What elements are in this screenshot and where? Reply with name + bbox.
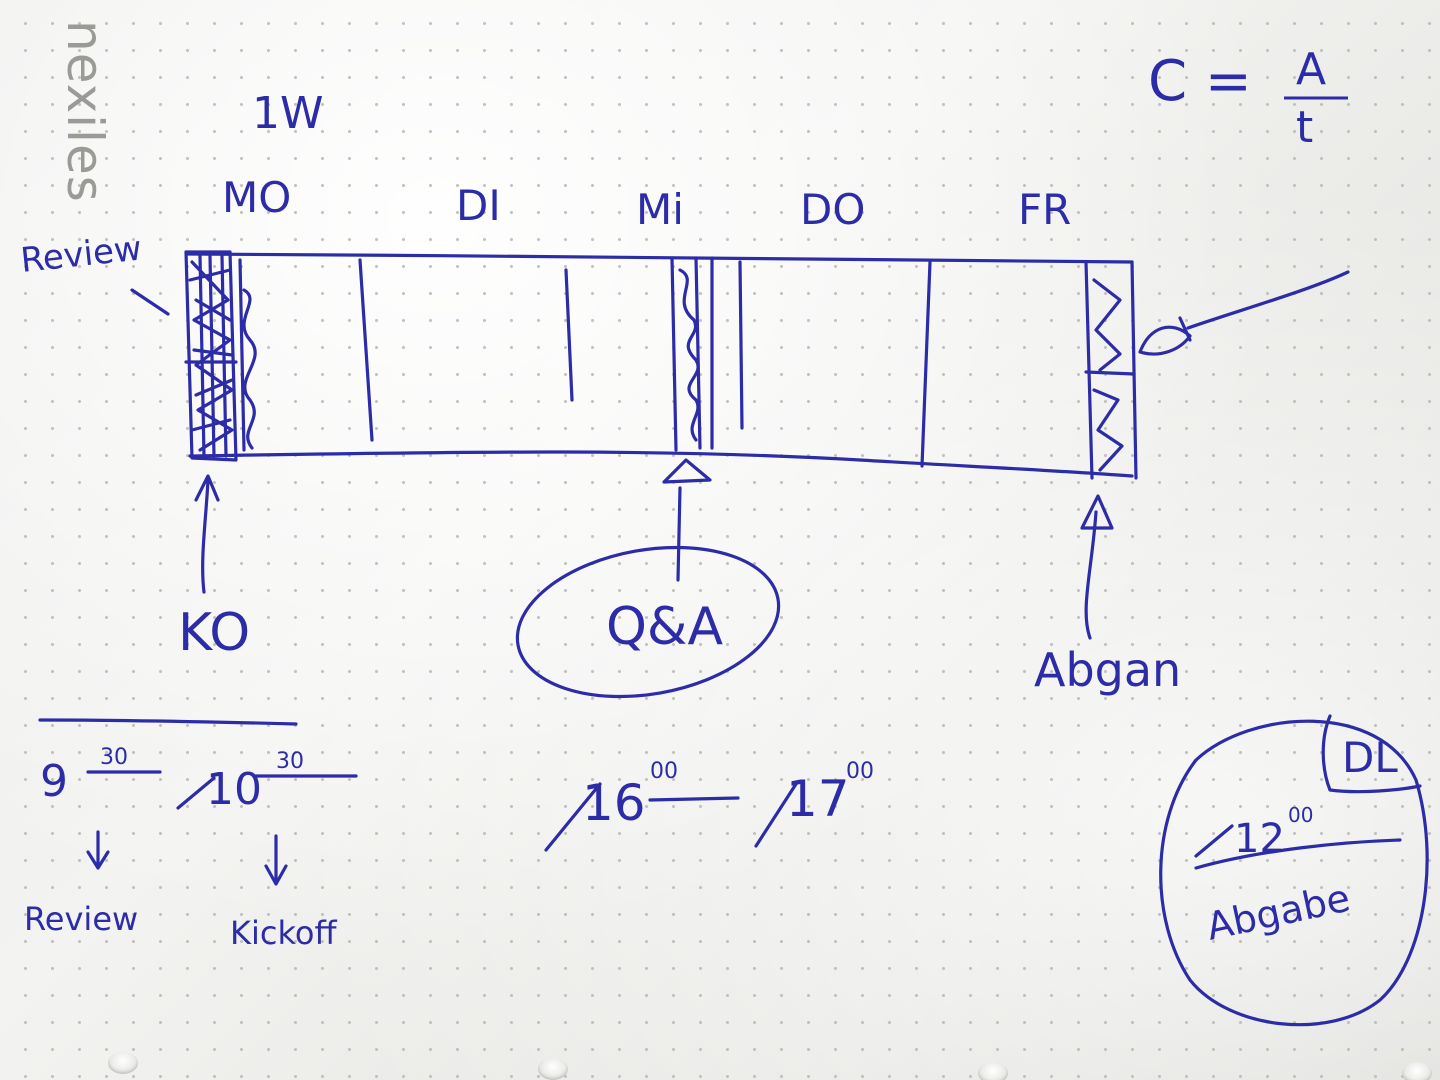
dl-box <box>1321 714 1422 794</box>
qa-start-min: 00 <box>650 759 678 784</box>
week-bar-right <box>1130 260 1138 480</box>
divider <box>564 268 574 402</box>
review-time-hour: 9 <box>40 756 68 807</box>
week-bar-bottom <box>188 450 1134 478</box>
week-bar-top <box>186 252 1134 264</box>
binder-hole <box>108 1052 138 1074</box>
monday-scribble <box>184 254 238 458</box>
qa-end-hour: 17 <box>786 770 850 828</box>
formula-denominator: t <box>1296 102 1313 153</box>
deadline-time-min: 00 <box>1288 803 1313 827</box>
deadline-circle <box>1159 719 1429 1027</box>
slash <box>544 782 602 852</box>
abgan-arrow <box>1080 494 1114 640</box>
review-note: Review <box>19 228 144 280</box>
formula-lhs: C = <box>1148 49 1252 114</box>
week-label: 1W <box>252 88 324 139</box>
down-arrow <box>86 830 110 870</box>
qa-label: Q&A <box>606 597 723 657</box>
day-fr: FR <box>1018 185 1071 234</box>
friday-block <box>1084 260 1136 480</box>
slash <box>754 782 798 848</box>
day-mi: Mi <box>636 185 684 234</box>
day-do: DO <box>800 185 865 234</box>
abgan-label: Abgan <box>1034 643 1181 697</box>
divider <box>738 260 744 430</box>
incoming-arrow-head <box>1138 316 1192 356</box>
deadline-line <box>1194 838 1402 870</box>
slash <box>176 776 216 810</box>
deadline-label: Abgabe <box>1203 876 1354 949</box>
binder-hole <box>538 1058 568 1080</box>
qa-end-min: 00 <box>846 759 874 784</box>
divider <box>358 258 374 442</box>
underline-left <box>38 718 298 726</box>
dl-tag: DL <box>1342 733 1398 782</box>
ko-arrow <box>194 474 220 594</box>
review-time-min: 30 <box>100 745 128 770</box>
binder-hole <box>978 1062 1008 1080</box>
review-label: Review <box>24 900 138 938</box>
dash <box>648 796 740 802</box>
binder-hole <box>1402 1062 1432 1080</box>
review-pointer <box>130 288 170 316</box>
friday-scribble <box>1092 278 1124 472</box>
qa-arrow <box>662 458 712 582</box>
incoming-arrow <box>1186 270 1350 330</box>
qa-start-hour: 16 <box>582 774 646 832</box>
kickoff-time-hour: 10 <box>206 764 262 815</box>
qa-scribble <box>678 268 700 442</box>
divider <box>920 260 932 468</box>
down-arrow <box>264 834 288 886</box>
kickoff-label: Kickoff <box>230 914 337 952</box>
qa-ellipse <box>515 545 781 699</box>
ko-label: KO <box>178 603 250 663</box>
deadline-time-hour: 12 <box>1234 816 1285 862</box>
monday-wave <box>238 258 257 452</box>
day-di: DI <box>456 181 501 230</box>
kickoff-time-min: 30 <box>276 749 304 774</box>
deadline-slash <box>1194 824 1234 858</box>
day-mo: MO <box>222 173 291 222</box>
qa-block <box>670 256 714 452</box>
monday-block <box>184 250 238 462</box>
formula-numerator: A <box>1296 44 1326 95</box>
